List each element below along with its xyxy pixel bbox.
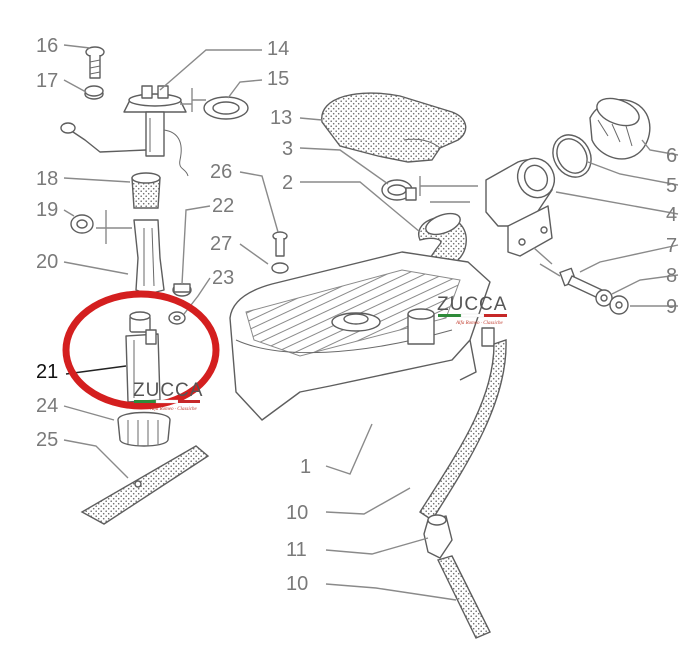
fuel-hose-10-lower xyxy=(437,555,491,639)
fuel-cap-6 xyxy=(589,97,651,160)
callout-19: 19 xyxy=(36,199,58,221)
fuel-level-sender-14 xyxy=(60,85,189,177)
bolt-7 xyxy=(559,267,603,299)
grommet-22 xyxy=(172,283,192,297)
highlight-ring xyxy=(62,290,220,410)
callout-3: 3 xyxy=(282,138,293,160)
callout-11: 11 xyxy=(286,539,307,561)
washer-17 xyxy=(84,85,104,100)
watermark-left: ZUCCA Alfa Romeo · Classiche xyxy=(133,380,203,412)
callout-22: 22 xyxy=(212,195,234,217)
seal-ring-5 xyxy=(552,134,592,178)
callout-17: 17 xyxy=(36,70,58,92)
callout-1: 1 xyxy=(300,456,311,478)
nut-27 xyxy=(271,262,289,274)
callout-23: 23 xyxy=(212,267,234,289)
hose-fitting-11 xyxy=(423,514,453,559)
callout-18: 18 xyxy=(36,168,58,190)
fuel-pump-21 xyxy=(125,311,161,403)
screw-16 xyxy=(85,46,105,79)
filler-neck-4 xyxy=(485,157,556,257)
callout-7: 7 xyxy=(666,235,677,257)
watermark-tagline: Alfa Romeo · Classiche xyxy=(149,407,197,412)
callout-10: 10 xyxy=(286,502,308,524)
callout-21: 21 xyxy=(36,361,58,383)
cover-plate-25 xyxy=(80,445,210,525)
callout-13: 13 xyxy=(270,107,292,129)
callout-14: 14 xyxy=(267,38,289,60)
callout-26: 26 xyxy=(210,161,232,183)
callout-20: 20 xyxy=(36,251,58,273)
washer-9 xyxy=(609,295,629,315)
leader-lines xyxy=(63,44,679,601)
callout-2: 2 xyxy=(282,172,293,194)
callout-10: 10 xyxy=(286,573,308,595)
callout-8: 8 xyxy=(666,265,677,287)
callout-27: 27 xyxy=(210,233,232,255)
watermark-right: ZUCCA Alfa Romeo · Classiche xyxy=(437,294,507,326)
callout-15: 15 xyxy=(267,68,289,90)
clip-19 xyxy=(70,214,94,234)
foam-pad-13 xyxy=(321,92,467,163)
fuel-tank-1 xyxy=(229,251,495,421)
hose-clamp-3 xyxy=(381,179,417,201)
grommet-23 xyxy=(168,311,186,325)
callout-9: 9 xyxy=(666,296,677,318)
strainer-24 xyxy=(117,411,171,447)
pump-bracket-20 xyxy=(133,219,165,295)
callout-24: 24 xyxy=(36,395,58,417)
callout-25: 25 xyxy=(36,429,58,451)
watermark-brand: ZUCCA xyxy=(133,380,203,401)
watermark-tagline: Alfa Romeo · Classiche xyxy=(455,321,503,326)
callout-16: 16 xyxy=(36,35,58,57)
callout-labels: 16 17 14 15 13 3 2 6 5 4 7 8 9 18 19 20 … xyxy=(36,35,677,595)
fuel-filter-18 xyxy=(131,172,161,209)
screw-26 xyxy=(272,231,288,257)
watermark-brand: ZUCCA xyxy=(437,294,507,315)
fuel-hose-10-upper xyxy=(419,339,507,521)
washer-8 xyxy=(595,289,613,307)
callout-4: 4 xyxy=(666,204,677,226)
callout-5: 5 xyxy=(666,175,677,197)
callout-6: 6 xyxy=(666,145,677,167)
gasket-15 xyxy=(203,96,249,120)
